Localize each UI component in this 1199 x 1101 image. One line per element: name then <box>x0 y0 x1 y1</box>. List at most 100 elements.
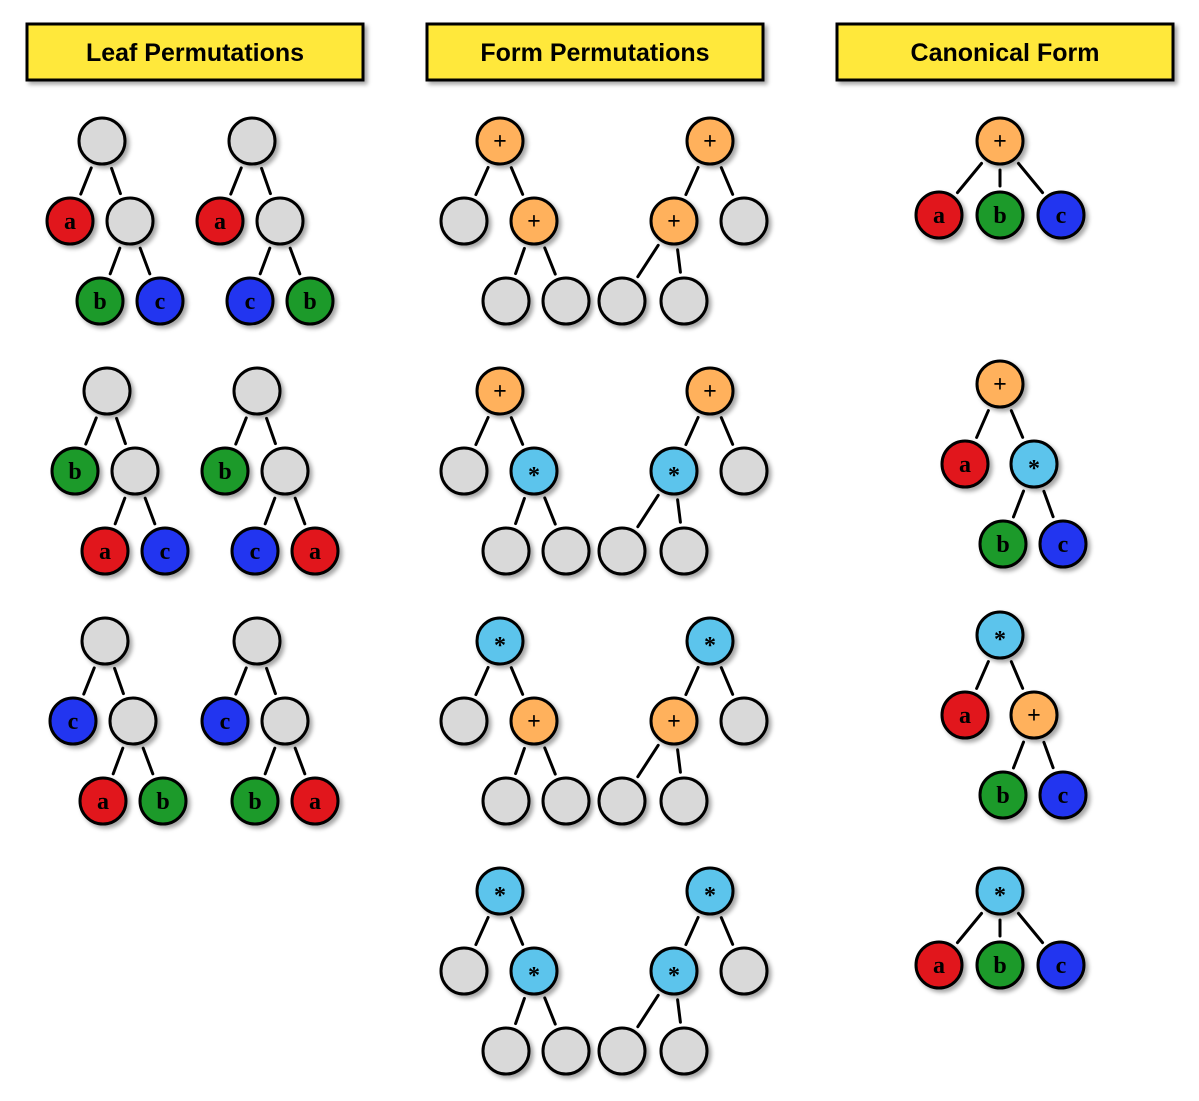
node-circle <box>541 526 591 576</box>
node-circle <box>140 526 190 576</box>
leaf-node-c: c <box>230 526 280 576</box>
node-circle <box>45 196 95 246</box>
node-circle <box>940 439 990 489</box>
node-label: + <box>527 709 541 735</box>
tree-edge <box>684 915 700 947</box>
times-node: * <box>649 446 699 496</box>
tree-edge <box>474 165 490 197</box>
node-circle <box>659 526 709 576</box>
empty-node <box>439 946 489 996</box>
tree-edge <box>113 496 127 526</box>
node-circle <box>541 1026 591 1076</box>
empty-node <box>719 696 769 746</box>
times-node: * <box>509 946 559 996</box>
tree-edge <box>265 416 277 446</box>
node-label: * <box>494 633 506 659</box>
plus-node: + <box>685 116 735 166</box>
node-circle <box>260 696 310 746</box>
node-label: + <box>1027 703 1041 729</box>
node-label: c <box>1058 783 1069 809</box>
node-label: b <box>68 459 81 485</box>
node-circle <box>719 446 769 496</box>
node-circle <box>285 276 335 326</box>
node-label: c <box>68 709 79 735</box>
plus-node: + <box>509 196 559 246</box>
leaf-node-b: b <box>75 276 125 326</box>
node-label: a <box>309 789 321 815</box>
empty-node <box>260 446 310 496</box>
node-circle <box>649 196 699 246</box>
header-leaf-permutations: Leaf Permutations <box>25 22 365 82</box>
node-circle <box>439 196 489 246</box>
leaf-node-b: b <box>978 770 1028 820</box>
node-label: c <box>160 539 171 565</box>
node-label: c <box>250 539 261 565</box>
tree-edge <box>975 409 990 439</box>
empty-node <box>255 196 305 246</box>
tree-edge <box>1009 409 1025 439</box>
tree-edge <box>509 916 525 946</box>
tree-edge <box>636 993 660 1029</box>
node-label: b <box>248 789 261 815</box>
tree-edge <box>509 166 525 196</box>
tree-edge <box>955 911 984 945</box>
node-label: a <box>97 789 109 815</box>
empty-node <box>108 696 158 746</box>
node-label: b <box>993 203 1006 229</box>
empty-node <box>481 776 531 826</box>
node-label: a <box>214 209 226 235</box>
leaf-node-a: a <box>914 190 964 240</box>
node-label: * <box>668 463 680 489</box>
leaf-node-a: a <box>195 196 245 246</box>
node-circle <box>200 696 250 746</box>
tree-edge <box>108 246 122 276</box>
node-circle <box>975 866 1025 916</box>
node-label: b <box>156 789 169 815</box>
node-circle <box>80 616 130 666</box>
tree-edge <box>514 746 526 776</box>
tree-edge <box>1016 161 1045 195</box>
node-circle <box>439 946 489 996</box>
empty-node <box>719 196 769 246</box>
empty-node <box>659 526 709 576</box>
tree-edge <box>509 666 525 696</box>
node-circle <box>914 190 964 240</box>
node-label: a <box>933 203 945 229</box>
times-node: * <box>475 616 525 666</box>
node-circle <box>260 446 310 496</box>
times-node: * <box>1009 439 1059 489</box>
tree-edge <box>111 746 125 776</box>
tree-edge <box>1042 740 1055 770</box>
tree-edge <box>1042 489 1055 519</box>
leaf-node-c: c <box>140 526 190 576</box>
tree-edge <box>1011 740 1026 770</box>
node-circle <box>481 276 531 326</box>
node-circle <box>138 776 188 826</box>
tree-edge <box>1011 489 1026 519</box>
node-label: a <box>933 953 945 979</box>
empty-node <box>659 1026 709 1076</box>
node-circle <box>230 776 280 826</box>
node-circle <box>225 276 275 326</box>
times-node: * <box>975 610 1025 660</box>
node-circle <box>659 1026 709 1076</box>
times-node: * <box>509 446 559 496</box>
node-circle <box>597 1026 647 1076</box>
tree-edge <box>474 415 490 447</box>
plus-node: + <box>975 116 1025 166</box>
leaf-node-c: c <box>1038 519 1088 569</box>
times-node: * <box>685 866 735 916</box>
node-label: * <box>704 633 716 659</box>
tree-4: c a b <box>48 616 188 826</box>
empty-node <box>481 276 531 326</box>
leaf-node-a: a <box>940 690 990 740</box>
tree-edge <box>719 666 735 696</box>
tree-8: +* <box>439 366 591 576</box>
node-circle <box>685 866 735 916</box>
node-circle <box>649 946 699 996</box>
node-circle <box>975 116 1025 166</box>
